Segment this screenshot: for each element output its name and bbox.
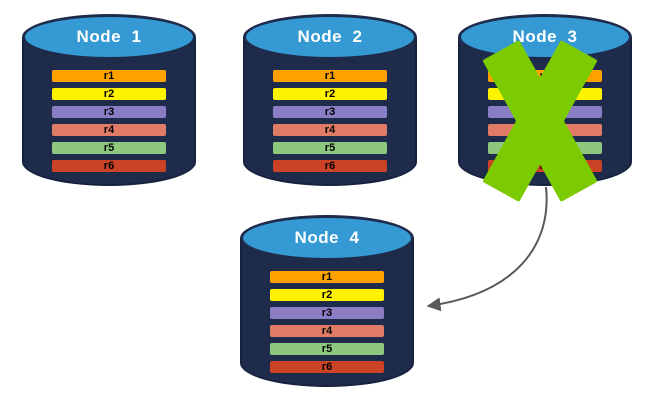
node-2-row-r3: r3 <box>272 105 388 119</box>
row-label: r1 <box>321 270 333 283</box>
node-2-cylinder-top: Node 2 <box>243 14 417 60</box>
row-label: r5 <box>103 141 115 154</box>
node-4: Node 4 r1 r2 r3 r4 r5 r6 <box>240 215 414 387</box>
node-4-cylinder-top: Node 4 <box>240 215 414 261</box>
row-label: r3 <box>321 306 333 319</box>
node-1-title: Node 1 <box>76 27 142 46</box>
node-1-row-r6: r6 <box>51 159 167 173</box>
row-label: r5 <box>321 342 333 355</box>
row-label: r5 <box>324 141 336 154</box>
row-label: r4 <box>103 123 115 136</box>
node-2-row-r5: r5 <box>272 141 388 155</box>
node-1-row-list: r1 r2 r3 r4 r5 r6 <box>51 69 167 173</box>
node-3: Node 3 r1 r2 r3 r4 r5 r6 <box>458 14 632 203</box>
row-label: r2 <box>324 87 336 100</box>
row-label: r6 <box>324 159 336 172</box>
node-1-row-r2: r2 <box>51 87 167 101</box>
node-4-row-r2: r2 <box>269 288 385 302</box>
node-1-cylinder-top: Node 1 <box>22 14 196 60</box>
node-2-row-r6: r6 <box>272 159 388 173</box>
node-1-row-r1: r1 <box>51 69 167 83</box>
node-2-row-r1: r1 <box>272 69 388 83</box>
node-4-row-r1: r1 <box>269 270 385 284</box>
node-4-title: Node 4 <box>294 228 360 247</box>
node-1-row-r3: r3 <box>51 105 167 119</box>
node-1-row-r4: r4 <box>51 123 167 137</box>
row-label: r1 <box>103 69 115 82</box>
row-label: r3 <box>324 105 336 118</box>
row-label: r6 <box>321 360 333 373</box>
row-label: r2 <box>103 87 115 100</box>
node-4-row-list: r1 r2 r3 r4 r5 r6 <box>269 270 385 374</box>
row-label: r4 <box>324 123 336 136</box>
row-label: r4 <box>321 324 333 337</box>
node-4-row-r6: r6 <box>269 360 385 374</box>
node-4-row-r5: r5 <box>269 342 385 356</box>
node-1-row-r5: r5 <box>51 141 167 155</box>
node-2-row-r4: r4 <box>272 123 388 137</box>
row-label: r6 <box>103 159 115 172</box>
row-label: r3 <box>103 105 115 118</box>
node-1: Node 1 r1 r2 r3 r4 r5 r6 <box>22 14 196 186</box>
arrow-curve <box>426 186 548 312</box>
row-label: r2 <box>321 288 333 301</box>
node-2-row-list: r1 r2 r3 r4 r5 r6 <box>272 69 388 173</box>
node-3-cylinder-top: Node 3 <box>458 14 632 60</box>
node-4-row-r3: r3 <box>269 306 385 320</box>
node-3-title: Node 3 <box>512 27 578 46</box>
node-2: Node 2 r1 r2 r3 r4 r5 r6 <box>243 14 417 186</box>
node-2-row-r2: r2 <box>272 87 388 101</box>
node-4-row-r4: r4 <box>269 324 385 338</box>
node-2-title: Node 2 <box>297 27 363 46</box>
row-label: r1 <box>324 69 336 82</box>
